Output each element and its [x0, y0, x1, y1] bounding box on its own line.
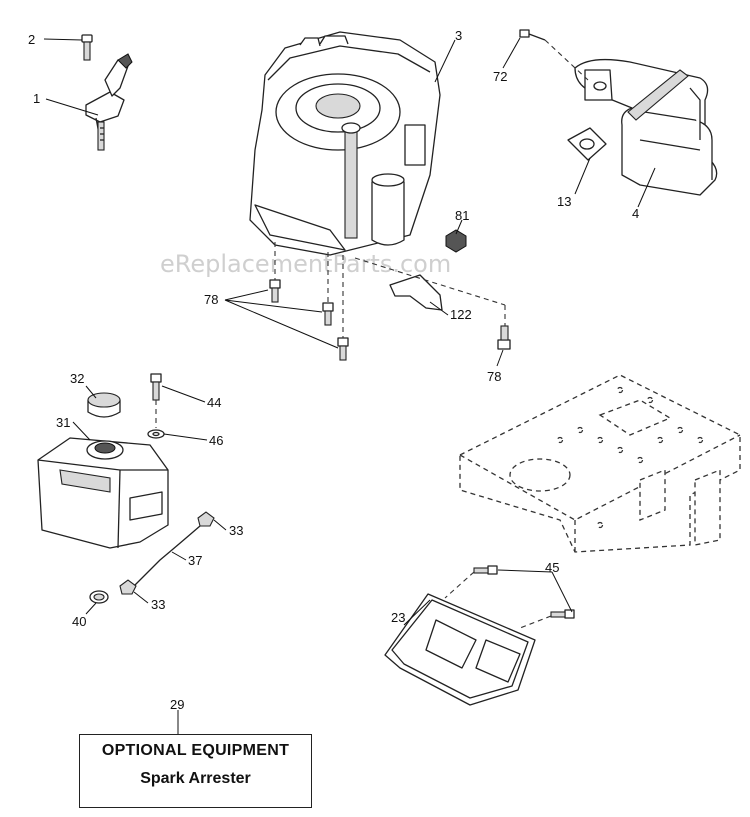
bolt-part-78-c: [337, 337, 349, 361]
part-label-2: 2: [28, 32, 35, 47]
engine-mount-dashed-lines: [274, 242, 506, 338]
fuel-cap-part-32: [87, 392, 121, 418]
gasket-part-13: [567, 127, 607, 161]
bolt-part-72: [519, 29, 546, 41]
optional-equipment-item: Spark Arrester: [140, 770, 251, 787]
part-label-4: 4: [632, 206, 639, 221]
optional-equipment-box: OPTIONAL EQUIPMENT Spark Arrester: [79, 734, 312, 808]
part-label-3: 3: [455, 28, 462, 43]
bolt-45-path-a: [444, 571, 475, 599]
part-label-29: 29: [170, 697, 184, 712]
throttle-control-part: [85, 53, 133, 151]
fuel-line-part-37: [129, 525, 201, 591]
grommet-part-40: [89, 590, 109, 604]
part-label-45: 45: [545, 560, 559, 575]
part-label-78-right: 78: [487, 369, 501, 384]
part-label-33-lower: 33: [151, 597, 165, 612]
engine-part: [249, 31, 441, 256]
clamp-part-33-upper: [197, 511, 215, 527]
part-label-78-left: 78: [204, 292, 218, 307]
tractor-frame-outline: [459, 374, 741, 553]
clamp-part-33-lower: [119, 579, 137, 595]
part-label-1: 1: [33, 91, 40, 106]
bolt-part-45-a: [473, 565, 498, 575]
part-label-44: 44: [207, 395, 221, 410]
part-label-13: 13: [557, 194, 571, 209]
part-label-32: 32: [70, 371, 84, 386]
screw-part-2: [81, 34, 93, 61]
bolt-part-45-b: [550, 609, 575, 619]
part-label-72: 72: [493, 69, 507, 84]
washer-part-46: [147, 429, 165, 439]
part-label-122: 122: [450, 307, 472, 322]
bolt-part-78-d: [497, 325, 511, 350]
nut-part-81: [445, 229, 467, 253]
part-label-81: 81: [455, 208, 469, 223]
fuel-tank-part: [37, 437, 169, 549]
part-label-46: 46: [209, 433, 223, 448]
bolt-45-path-b: [519, 615, 552, 629]
bolt-72-path: [544, 39, 589, 81]
screw-part-44: [150, 373, 162, 401]
shield-part-122: [389, 274, 443, 311]
part-label-33-upper: 33: [229, 523, 243, 538]
muffler-part: [574, 58, 718, 196]
optional-equipment-title: OPTIONAL EQUIPMENT: [101, 742, 290, 759]
part-label-37: 37: [188, 553, 202, 568]
part-label-23: 23: [391, 610, 405, 625]
part-label-40: 40: [72, 614, 86, 629]
bolt-part-78-b: [322, 302, 334, 326]
bolt-part-78-a: [269, 279, 281, 303]
leader-lines: [43, 37, 656, 734]
heat-shield-part-23: [384, 593, 536, 706]
part-label-31: 31: [56, 415, 70, 430]
watermark: eReplacementParts.com: [160, 250, 451, 278]
